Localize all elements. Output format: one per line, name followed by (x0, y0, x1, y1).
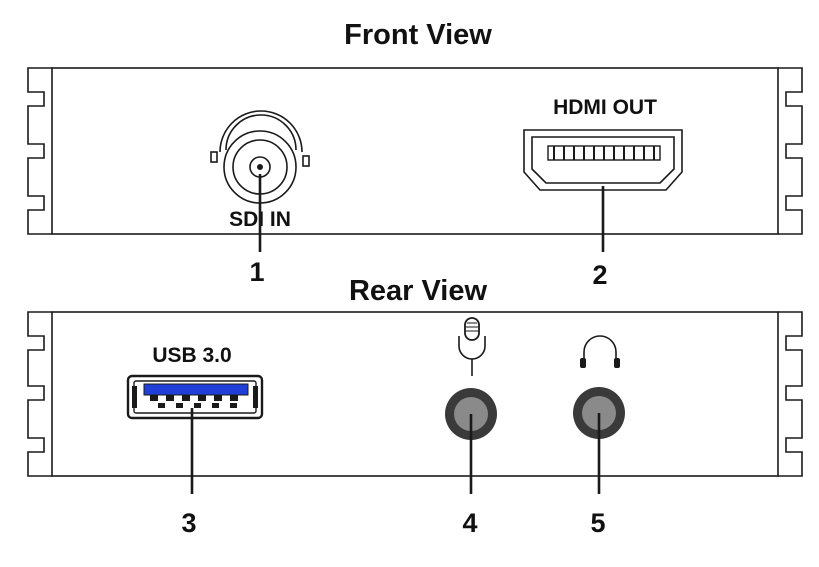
usb-label: USB 3.0 (152, 344, 231, 367)
rear-right-flange (778, 311, 803, 477)
hdmi-port-icon (523, 129, 683, 191)
microphone-icon (458, 317, 486, 376)
headphones-icon (580, 335, 620, 368)
rear-left-flange (27, 311, 52, 477)
rear-panel (27, 311, 803, 477)
usb-port-icon (126, 374, 264, 420)
front-left-flange (27, 67, 52, 235)
front-panel-body (51, 67, 779, 235)
front-view-title: Front View (344, 19, 492, 51)
rear-view-title: Rear View (349, 275, 488, 307)
hdmi-out-label: HDMI OUT (553, 96, 657, 119)
callout-number-3: 3 (181, 508, 196, 538)
callout-number-2: 2 (592, 260, 607, 290)
callout-number-1: 1 (249, 257, 264, 287)
front-right-flange (778, 67, 803, 235)
callout-number-4: 4 (462, 508, 477, 538)
rear-panel-body (51, 311, 779, 477)
callout-number-5: 5 (590, 508, 605, 538)
front-panel (27, 67, 803, 235)
